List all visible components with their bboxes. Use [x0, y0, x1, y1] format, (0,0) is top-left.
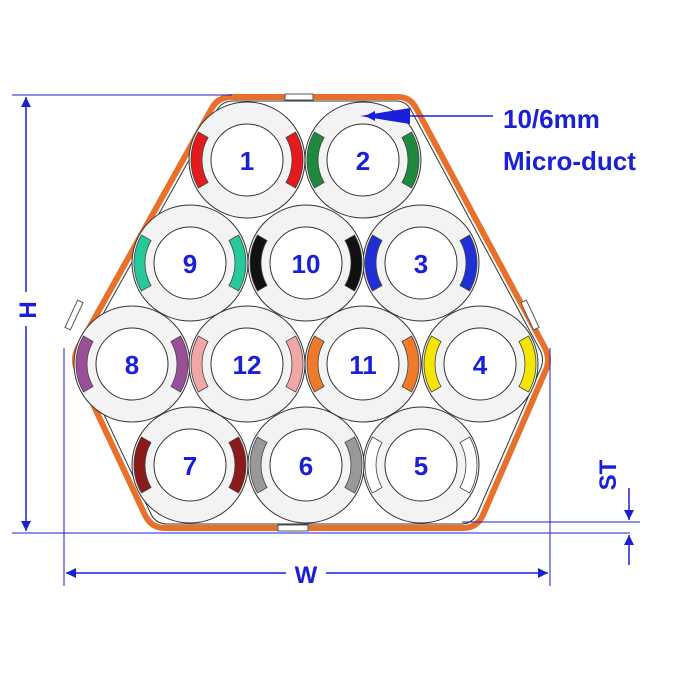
duct-number-label: 12	[233, 350, 262, 380]
duct-number-label: 9	[183, 249, 197, 279]
duct-color-stripe	[344, 436, 363, 494]
duct-inner-bore	[384, 226, 458, 300]
duct-inner-bore	[326, 123, 400, 197]
w-dimension-label: W	[295, 562, 318, 589]
duct-inner-bore	[153, 226, 227, 300]
duct-color-stripe	[518, 335, 537, 393]
callout-line-1: 10/6mm	[503, 104, 600, 134]
duct-number-label: 8	[125, 350, 139, 380]
ripcord-left	[64, 299, 84, 331]
duct-2: 2	[304, 101, 422, 219]
duct-color-stripe	[75, 335, 94, 393]
duct-number-label: 2	[356, 146, 370, 176]
st-dimension-label: ST	[595, 459, 622, 490]
h-dimension-label: H	[15, 301, 42, 318]
duct-color-stripe	[459, 436, 478, 494]
duct-color-stripe	[249, 436, 268, 494]
w-label-bg	[286, 558, 326, 588]
duct-number-label: 1	[240, 146, 254, 176]
duct-color-stripe	[401, 131, 420, 189]
duct-color-stripe	[249, 234, 268, 292]
duct-number-label: 4	[473, 350, 488, 380]
duct-color-stripe	[190, 131, 209, 189]
duct-number-label: 5	[414, 451, 428, 481]
duct-color-stripe	[170, 335, 189, 393]
duct-inner-bore	[210, 123, 284, 197]
duct-color-stripe	[306, 131, 325, 189]
duct-inner-bore	[269, 226, 343, 300]
duct-3: 3	[362, 204, 480, 322]
duct-4: 4	[421, 305, 539, 423]
duct-6: 6	[247, 406, 365, 524]
duct-inner-bore	[384, 428, 458, 502]
duct-12: 12	[188, 305, 306, 423]
duct-number-label: 11	[349, 350, 377, 380]
duct-color-stripe	[133, 234, 152, 292]
duct-number-label: 3	[414, 249, 428, 279]
duct-inner-bore	[326, 327, 400, 401]
duct-color-stripe	[459, 234, 478, 292]
duct-number-label: 10	[292, 249, 321, 279]
duct-color-stripe	[133, 436, 152, 494]
duct-number-label: 7	[183, 451, 197, 481]
duct-inner-bore	[153, 428, 227, 502]
callout-line-2: Micro-duct	[503, 146, 636, 176]
duct-color-stripe	[401, 335, 420, 393]
h-label-bg	[16, 292, 38, 326]
duct-inner-bore	[210, 327, 284, 401]
duct-5: 5	[362, 406, 480, 524]
duct-9: 9	[131, 204, 249, 322]
callout-arrowhead	[360, 108, 410, 124]
duct-11: 11	[304, 305, 422, 423]
duct-color-stripe	[228, 234, 247, 292]
duct-color-stripe	[364, 436, 383, 494]
duct-color-stripe	[285, 335, 304, 393]
duct-8: 8	[73, 305, 191, 423]
duct-10: 10	[247, 204, 365, 322]
duct-number-label: 6	[299, 451, 313, 481]
ripcord-bottom	[277, 524, 309, 532]
duct-color-stripe	[285, 131, 304, 189]
ripcord-right	[520, 299, 540, 331]
duct-color-stripe	[190, 335, 209, 393]
duct-color-stripe	[423, 335, 442, 393]
duct-inner-bore	[269, 428, 343, 502]
duct-inner-bore	[95, 327, 169, 401]
duct-7: 7	[131, 406, 249, 524]
ripcord-top	[284, 93, 314, 101]
duct-color-stripe	[228, 436, 247, 494]
duct-color-stripe	[344, 234, 363, 292]
duct-color-stripe	[306, 335, 325, 393]
duct-color-stripe	[364, 234, 383, 292]
duct-inner-bore	[443, 327, 517, 401]
duct-1: 1	[188, 101, 306, 219]
